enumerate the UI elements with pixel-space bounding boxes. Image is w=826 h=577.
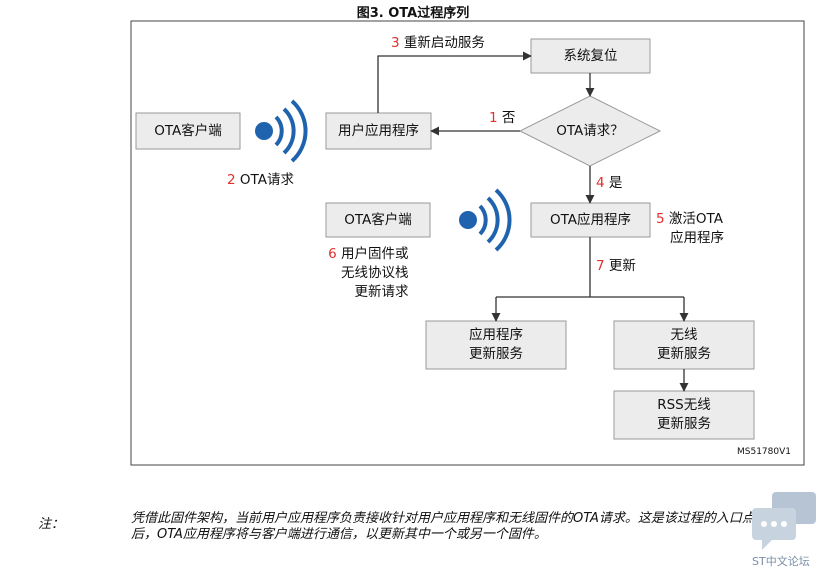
step-6-label: 6 用户固件或 无线协议栈 更新请求 (328, 246, 409, 300)
watermark-text: ST中文论坛 (752, 555, 810, 568)
ota-request-label: OTA请求？ (556, 122, 624, 139)
app-update-service-label: 应用程序 更新服务 (469, 327, 523, 362)
step-1-label: 1 否 (489, 110, 516, 126)
note-label: 注： (38, 517, 65, 532)
figure-title: 图3. OTA过程序列 (356, 6, 470, 21)
watermark-logo-icon (752, 492, 816, 550)
note-text: 凭借此固件架构，当前用户应用程序负责接收针对用户应用程序和无线固件的OTA请求。… (131, 511, 781, 542)
ota-app-box (530, 202, 651, 238)
system-reset-label: 系统复位 (563, 47, 618, 64)
wireless-signal-icon (459, 188, 512, 252)
ota-client-box-2 (325, 202, 431, 238)
system-reset-box (530, 38, 651, 74)
figure-frame (130, 20, 805, 466)
step-2-label: 2 OTA请求 (227, 172, 294, 188)
wireless-update-service-box (613, 320, 755, 370)
ota-client-box-1 (135, 112, 241, 150)
rss-wireless-update-service-label: RSS无线 更新服务 (657, 397, 711, 432)
step-4-label: 4 是 (596, 175, 623, 191)
wireless-update-service-label: 无线 更新服务 (657, 327, 711, 362)
user-app-label: 用户应用程序 (338, 122, 419, 139)
step-5-label: 5 激活OTA 应用程序 (656, 211, 724, 246)
ota-app-label: OTA应用程序 (549, 211, 632, 228)
step-7-label: 7 更新 (596, 258, 636, 274)
app-update-service-box (425, 320, 567, 370)
ota-client-label-2: OTA客户端 (344, 211, 412, 228)
wireless-signal-icon (255, 99, 308, 163)
rss-wireless-update-service-box (613, 390, 755, 440)
step-3-label: 3 重新启动服务 (391, 35, 485, 51)
figure-code: MS51780V1 (737, 447, 791, 457)
ota-client-label-1: OTA客户端 (154, 122, 222, 139)
restart-service-arrow (377, 51, 532, 113)
